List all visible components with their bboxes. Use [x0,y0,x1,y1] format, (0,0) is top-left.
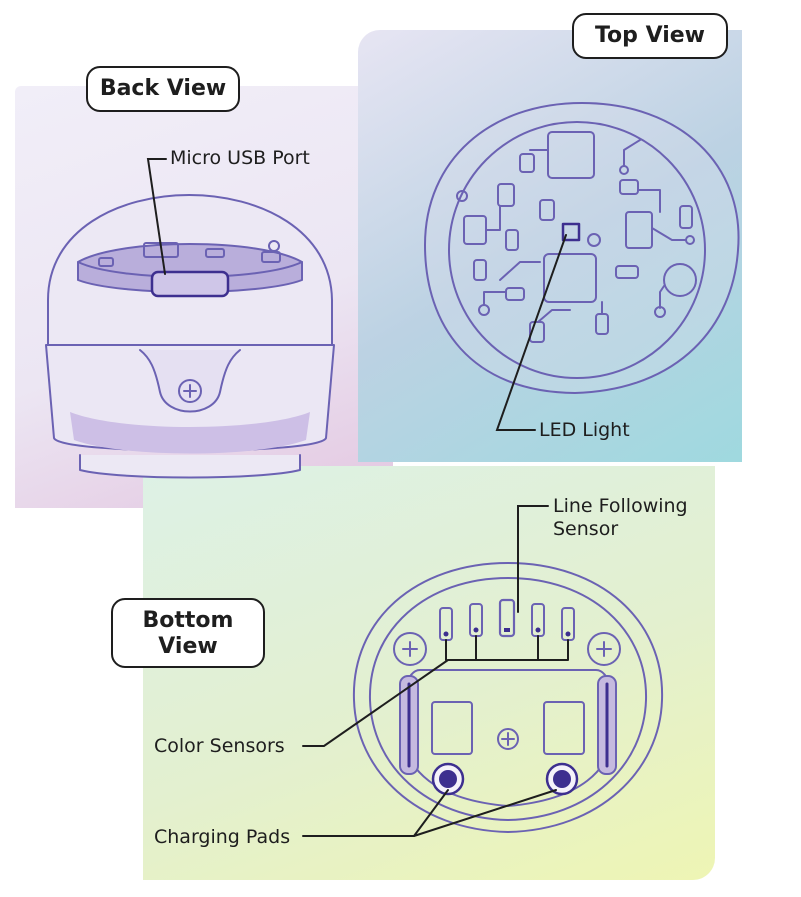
top-view-panel [358,30,742,462]
back-view-title: Back View [86,66,240,112]
label-line-following-sensor: Line Following Sensor [553,495,688,540]
leader-color-sensors-bus [445,635,569,661]
leader-color-sensors [302,659,449,747]
robot-top-illustration [424,102,740,394]
top-view-title: Top View [572,13,728,59]
leader-micro-usb [146,158,167,275]
leader-led-light [495,234,567,431]
robot-back-illustration [45,194,335,479]
label-led-light: LED Light [539,419,630,441]
top-view-panel-notch [752,130,801,156]
label-micro-usb-port: Micro USB Port [170,147,310,169]
bottom-view-title: Bottom View [111,598,265,668]
leader-charging-pad-right [413,789,557,837]
label-color-sensors: Color Sensors [154,735,285,757]
label-charging-pads: Charging Pads [154,826,291,848]
robot-bottom-illustration [352,562,664,833]
leader-line-following [517,505,549,613]
